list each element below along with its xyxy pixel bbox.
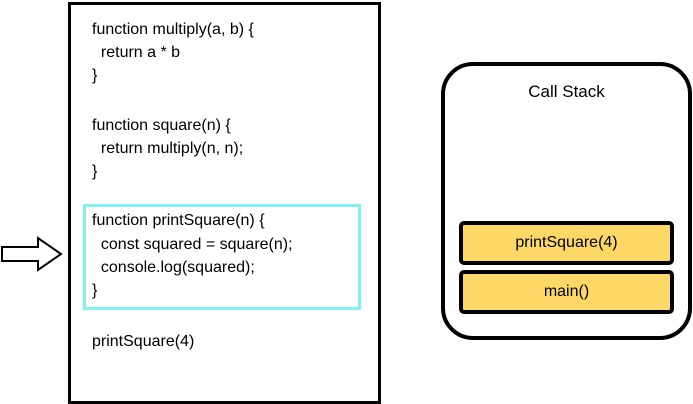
code-line: } (92, 282, 98, 299)
code-line: return a * b (92, 44, 181, 61)
code-line: return multiply(n, n); (92, 140, 244, 157)
code-line: } (92, 163, 98, 180)
arrow-right-icon (1, 236, 63, 272)
code-line: function multiply(a, b) { (92, 21, 254, 38)
code-line: const squared = square(n); (92, 236, 293, 253)
call-stack-panel (441, 62, 692, 340)
code-panel (68, 2, 381, 404)
code-line: function printSquare(n) { (92, 212, 265, 229)
code-line: function square(n) { (92, 117, 231, 134)
call-stack-title: Call Stack (528, 82, 605, 101)
stack-frame: main() (459, 270, 674, 314)
stack-frame: printSquare(4) (459, 221, 674, 265)
current-function-highlight (83, 204, 361, 310)
code-line: } (92, 67, 98, 84)
code-line: printSquare(4) (92, 333, 195, 350)
code-line: console.log(squared); (92, 259, 255, 276)
